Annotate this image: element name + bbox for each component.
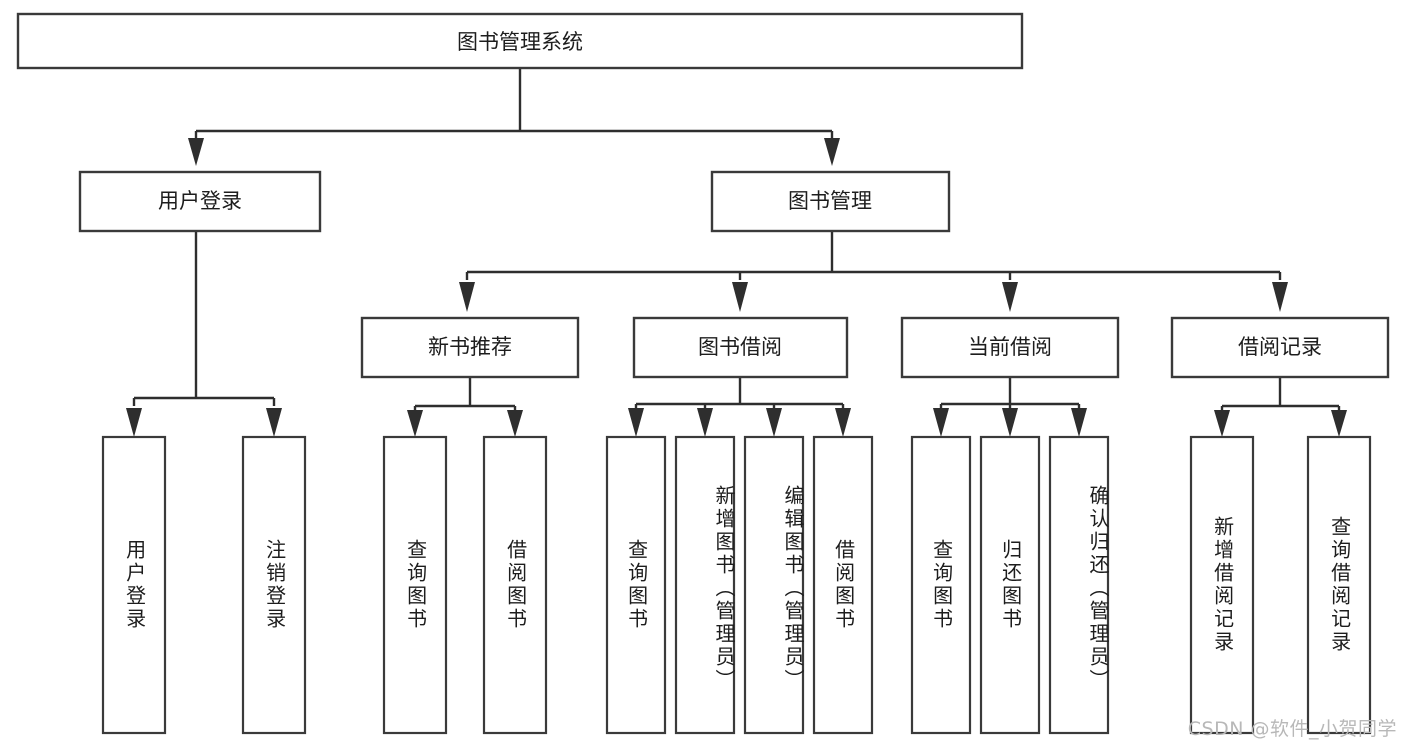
node-user-login[interactable]: 用户登录 (78, 170, 322, 233)
leaf-box-book-borrow-1[interactable] (674, 435, 736, 735)
leaf-box-new-book-1[interactable] (482, 435, 548, 735)
node-book-management[interactable]: 图书管理 (710, 170, 951, 233)
leaf-box-borrow-record-0[interactable] (1189, 435, 1255, 735)
leaf-box-book-borrow-0[interactable] (605, 435, 667, 735)
node-new-book-recommend-label: 新书推荐 (428, 335, 512, 359)
leaf-box-borrow-record-1[interactable] (1306, 435, 1372, 735)
leaf-box-current-borrow-1[interactable] (979, 435, 1041, 735)
leaf-box-user-login-1[interactable] (241, 435, 307, 735)
connector-bookmgmt-to-level3 (459, 231, 1288, 312)
leaf-box-user-login-0[interactable] (101, 435, 167, 735)
connector-borrowrecord-to-leaves (1214, 377, 1347, 437)
node-book-borrow-label: 图书借阅 (698, 335, 782, 359)
connector-userlogin-to-leaves (126, 231, 282, 437)
leaf-box-book-borrow-2[interactable] (743, 435, 805, 735)
node-current-borrow-label: 当前借阅 (968, 335, 1052, 359)
node-user-login-label: 用户登录 (158, 189, 242, 213)
node-root[interactable]: 图书管理系统 (16, 12, 1024, 70)
connector-bookborrow-to-leaves (628, 377, 851, 437)
leaf-box-current-borrow-0[interactable] (910, 435, 972, 735)
node-borrow-record-label: 借阅记录 (1238, 335, 1322, 359)
node-root-label: 图书管理系统 (457, 30, 583, 54)
node-book-management-label: 图书管理 (788, 189, 872, 213)
leaf-box-new-book-0[interactable] (382, 435, 448, 735)
connector-root-to-level2 (188, 68, 840, 166)
node-current-borrow[interactable]: 当前借阅 (900, 316, 1120, 379)
node-borrow-record[interactable]: 借阅记录 (1170, 316, 1390, 379)
node-new-book-recommend[interactable]: 新书推荐 (360, 316, 580, 379)
node-book-borrow[interactable]: 图书借阅 (632, 316, 849, 379)
leaf-box-book-borrow-3[interactable] (812, 435, 874, 735)
connector-newbook-to-leaves (407, 377, 523, 437)
connector-currentborrow-to-leaves (933, 377, 1087, 437)
leaf-box-current-borrow-2[interactable] (1048, 435, 1110, 735)
csdn-watermark: CSDN @软件_小贺同学 (1187, 718, 1397, 740)
